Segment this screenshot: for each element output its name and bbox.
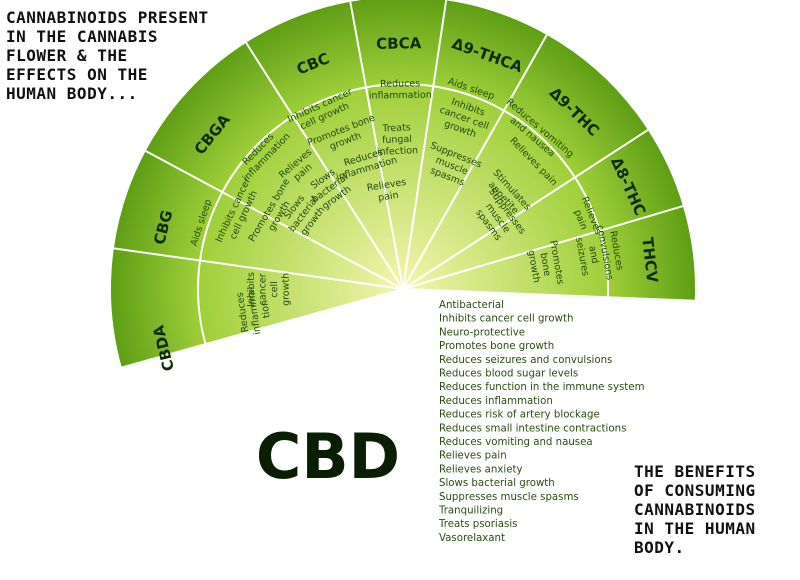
cbd-effect: Reduces seizures and convulsions: [439, 355, 612, 366]
segment-outer-band: [574, 129, 683, 231]
ring-divider: [365, 83, 434, 89]
benefits-note-line: THE BENEFITS: [634, 462, 756, 481]
cbd-effect: Tranquilizing: [438, 506, 503, 517]
segment-effect: Reducesinflammation: [369, 78, 432, 101]
cbd-effect: Reduces function in the immune system: [439, 382, 645, 393]
benefits-note-line: IN THE HUMAN: [634, 519, 756, 538]
benefits-note-line: OF CONSUMING: [634, 481, 756, 500]
segment-outer-band: [599, 206, 695, 301]
ring-divider: [503, 109, 576, 178]
segment-effect-line: infection: [377, 145, 419, 158]
cbd-effect: Reduces vomiting and nausea: [439, 437, 593, 448]
title-note-line: FLOWER & THE: [6, 46, 128, 65]
ring-divider: [574, 176, 601, 232]
cbd-effect: Vasorelaxant: [439, 533, 505, 544]
segment-effect-line: and: [586, 245, 600, 265]
segment-outer-band: [145, 42, 293, 193]
segment-outer-band: [246, 1, 366, 117]
segment-inner-wedge: [403, 230, 608, 298]
segment-effect-line: Inhibits: [246, 272, 257, 307]
segment-divider: [349, 1, 404, 290]
segment-effect-line: bone: [538, 252, 553, 277]
title-note-line: IN THE CANNABIS: [6, 27, 158, 46]
segment-effect: Inhibitscancer cellgrowth: [434, 94, 494, 144]
segment-outer-band: [350, 0, 447, 88]
segment-inner-wedge: [403, 177, 600, 289]
ring-divider: [199, 191, 224, 261]
cbd-effect: Promotes bone growth: [439, 341, 554, 352]
segment-dividers: [113, 0, 695, 369]
segment-effect-line: growth: [281, 273, 292, 306]
segment-divider: [402, 205, 684, 290]
segment-inner-wedge: [292, 87, 403, 290]
segment-inner-wedge: [198, 260, 403, 345]
cbd-effect: Reduces blood sugar levels: [439, 369, 578, 380]
segment-divider: [145, 150, 404, 290]
ring-divider: [221, 115, 294, 193]
ring-divider: [598, 230, 609, 298]
cbd-effect: Reduces small intestine contractions: [439, 423, 626, 434]
segment-divider: [113, 247, 404, 290]
cbd-effect: Antibacterial: [439, 300, 504, 311]
cbd-effect: Treats psoriasis: [438, 519, 517, 530]
cbd-effect: Reduces inflammation: [439, 396, 553, 407]
segment-outer-band: [503, 34, 648, 178]
segment-effect: Relievespain: [366, 177, 409, 206]
title-note-line: HUMAN BODY...: [6, 84, 138, 103]
segment-inner-wedge: [365, 83, 434, 289]
benefits-note-line: CANNABINOIDS: [634, 500, 756, 519]
cbd-title: CBD: [256, 420, 400, 493]
segment-effect-line: Reduces: [380, 78, 420, 90]
segment-inner-wedge: [200, 192, 403, 289]
cbd-effect: Inhibits cancer cell growth: [439, 314, 573, 325]
segment-inner-wedge: [403, 110, 575, 289]
segment-effect: Inhibitscancercellgrowth: [246, 272, 292, 307]
segment-effect: Reducesinflamma-tion: [234, 284, 275, 337]
segment-inner-wedge: [403, 86, 504, 289]
cbd-effect: Slows bacterial growth: [439, 478, 555, 489]
benefits-note-line: BODY.: [634, 538, 685, 557]
ring-divider: [433, 85, 505, 112]
segment-effect-line: cell: [269, 281, 280, 297]
cbd-effect: Neuro-protective: [439, 327, 525, 338]
segment-outer-band: [111, 248, 206, 368]
segment-divider: [402, 129, 649, 290]
cbd-effect: Suppresses muscle spasms: [439, 492, 579, 503]
segment-divider: [245, 42, 404, 290]
segment-effect-line: fungal: [382, 134, 412, 146]
segment-title: THCV: [638, 236, 661, 284]
cbd-effect: Relieves pain: [439, 451, 507, 462]
segment-effect-line: tion: [259, 299, 273, 319]
segment-effect-line: Treats: [381, 122, 411, 134]
segment-divider: [402, 288, 695, 302]
title-note-line: EFFECTS ON THE: [6, 65, 148, 84]
cbd-effect: Relieves anxiety: [439, 464, 523, 475]
ring-divider: [196, 260, 207, 345]
cbd-effect: Reduces risk of artery blockage: [439, 410, 600, 421]
title-note: CANNABINOIDS PRESENT IN THE CANNABIS FLO…: [6, 8, 209, 103]
segment-divider: [402, 34, 548, 290]
segment-title: CBCA: [376, 34, 422, 53]
segment-inner-wedge: [222, 116, 403, 289]
title-note-line: CANNABINOIDS PRESENT: [6, 8, 209, 27]
segment-divider: [121, 288, 404, 369]
segment-effect-line: pain: [377, 190, 399, 204]
segment-effect: Treatsfungalinfection: [376, 122, 419, 158]
segment-cbca: CBCA ReducesinflammationTreatsfungalinfec…: [369, 34, 432, 158]
segment-effect-line: inflammation: [369, 90, 432, 102]
segment-divider: [402, 0, 448, 290]
benefits-note: THE BENEFITS OF CONSUMING CANNABINOIDS I…: [634, 462, 756, 557]
ring-divider: [292, 86, 367, 117]
segment-effect-line: cancer: [257, 273, 268, 305]
